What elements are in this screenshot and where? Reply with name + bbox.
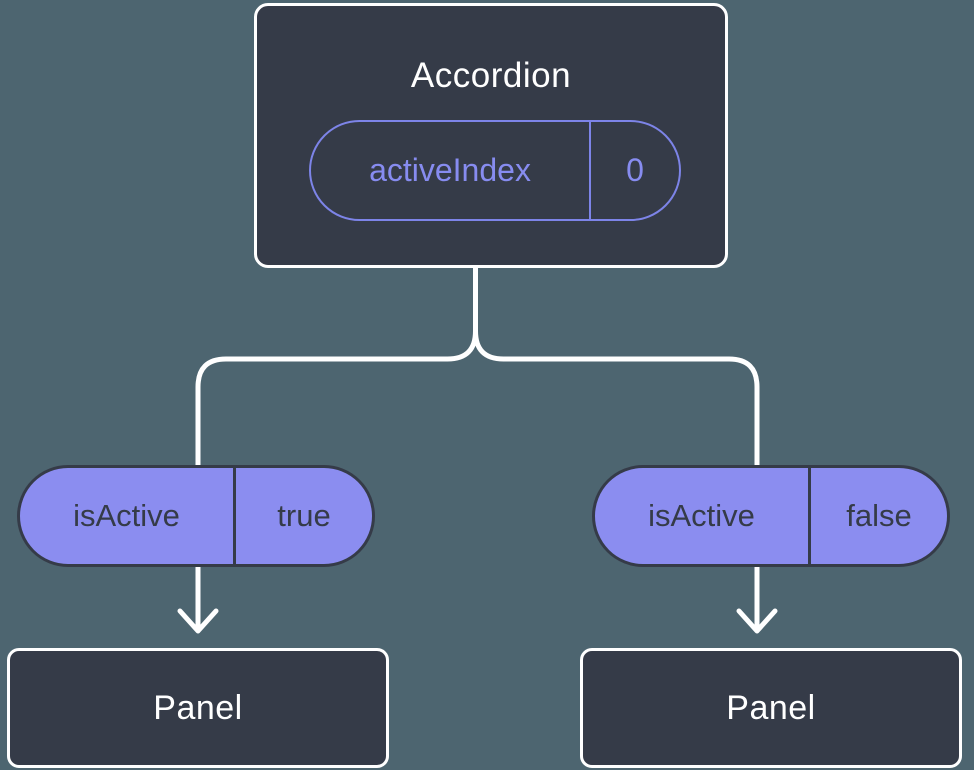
prop-value-label: true: [233, 468, 372, 564]
panel-node-title: Panel: [726, 688, 816, 727]
connector-left-branch: [195, 263, 478, 633]
prop-name-label: isActive: [73, 498, 180, 533]
accordion-node-title: Accordion: [410, 56, 572, 95]
connector-right-branch: [473, 263, 760, 633]
prop-value-label: false: [808, 468, 947, 564]
arrowhead-right-icon: [736, 608, 778, 634]
state-name-label: activeIndex: [369, 152, 531, 188]
state-value-label: 0: [589, 122, 679, 219]
state-pill-activeindex: activeIndex 0: [309, 120, 681, 221]
panel-node-right: Panel: [580, 648, 962, 768]
prop-pill-isactive-true: isActive true: [17, 465, 375, 567]
arrowhead-left-icon: [177, 608, 219, 634]
prop-pill-isactive-false: isActive false: [592, 465, 950, 567]
prop-name-label: isActive: [648, 498, 755, 533]
panel-node-left: Panel: [7, 648, 389, 768]
accordion-node: Accordion activeIndex 0: [254, 3, 728, 268]
panel-node-title: Panel: [153, 688, 243, 727]
